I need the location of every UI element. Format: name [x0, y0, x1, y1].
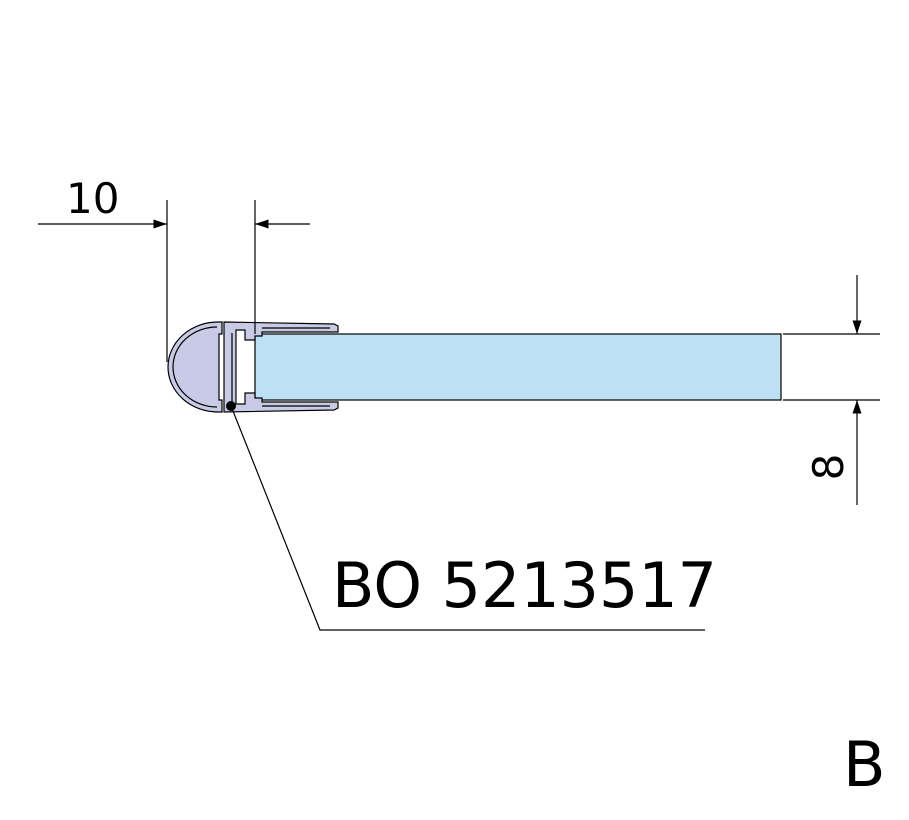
width-dimension-label: 10 — [66, 174, 119, 223]
view-label: B — [843, 728, 886, 801]
seal-profile — [167, 321, 339, 413]
thickness-dimension-label: 8 — [804, 454, 853, 481]
part-number: BO 5213517 — [332, 549, 717, 622]
width-dimension — [38, 200, 310, 362]
thickness-dimension — [783, 275, 880, 505]
leader-line — [230, 405, 705, 631]
glass-pane — [254, 333, 782, 401]
